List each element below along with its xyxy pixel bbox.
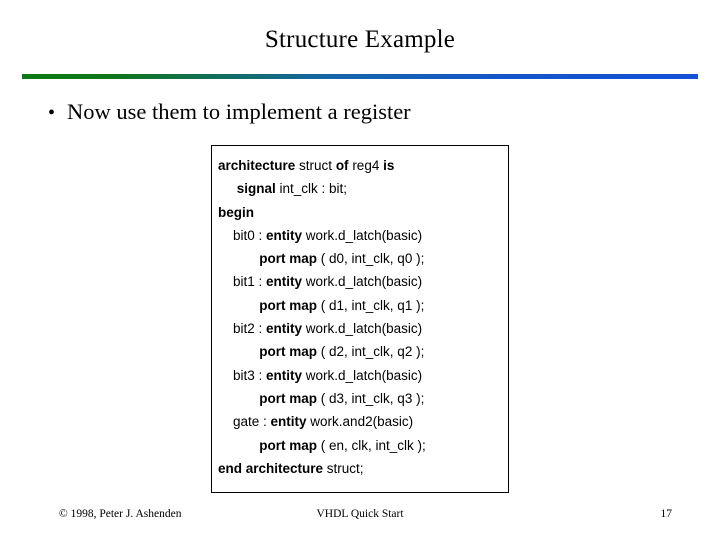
code-line: gate : entity work.and2(basic): [212, 410, 508, 433]
code-text: ( d1, int_clk, q1 );: [320, 297, 425, 313]
code-text: struct;: [326, 460, 364, 476]
code-text: ( en, clk, int_clk );: [320, 437, 426, 453]
bullet-list-item: • Now use them to implement a register: [48, 99, 411, 125]
code-text: [218, 181, 237, 196]
code-listing-box: architecture struct of reg4 is signal in…: [211, 145, 509, 493]
code-line: bit3 : entity work.d_latch(basic): [212, 364, 508, 387]
code-keyword: end architecture: [218, 460, 327, 476]
code-keyword: begin: [218, 204, 254, 220]
code-line: bit1 : entity work.d_latch(basic): [212, 270, 508, 293]
code-keyword: port map: [259, 390, 321, 406]
code-keyword: port map: [259, 251, 321, 267]
code-text: bit3 :: [218, 367, 267, 383]
code-keyword: entity: [266, 274, 306, 290]
code-line: port map ( en, clk, int_clk );: [212, 434, 508, 457]
code-line: begin: [212, 201, 508, 224]
code-keyword: signal: [236, 181, 280, 197]
bullet-item-label: Now use them to implement a register: [67, 99, 411, 124]
code-text: ( d3, int_clk, q3 );: [320, 390, 425, 406]
code-text: struct: [299, 158, 336, 173]
page-title: Structure Example: [264, 26, 456, 53]
code-text: work.d_latch(basic): [305, 274, 423, 290]
code-line: port map ( d0, int_clk, q0 );: [212, 247, 508, 270]
code-line: port map ( d3, int_clk, q3 );: [212, 387, 508, 410]
code-text: gate :: [218, 414, 271, 430]
code-line: architecture struct of reg4 is: [212, 154, 508, 177]
code-keyword: architecture: [218, 158, 300, 173]
code-keyword: port map: [259, 437, 321, 453]
code-text: bit2 :: [218, 321, 267, 337]
slide-footer: © 1998, Peter J. Ashenden VHDL Quick Sta…: [0, 500, 720, 540]
code-text: work.d_latch(basic): [305, 367, 423, 383]
code-text: ( d0, int_clk, q0 );: [320, 251, 425, 267]
code-text: [218, 251, 259, 266]
code-line: bit0 : entity work.d_latch(basic): [212, 224, 508, 247]
footer-title: VHDL Quick Start: [316, 508, 404, 520]
code-text: ( d2, int_clk, q2 );: [320, 344, 425, 360]
code-keyword: port map: [259, 297, 321, 313]
code-text: [218, 298, 259, 313]
code-keyword: of: [335, 158, 353, 173]
code-line: end architecture struct;: [212, 457, 508, 480]
footer-copyright: © 1998, Peter J. Ashenden: [59, 508, 182, 520]
code-keyword: port map: [259, 344, 321, 360]
code-keyword: is: [383, 158, 395, 173]
code-line: bit2 : entity work.d_latch(basic): [212, 317, 508, 340]
bullet-marker-icon: •: [48, 102, 56, 124]
code-text: work.d_latch(basic): [305, 321, 423, 337]
code-keyword: entity: [266, 227, 306, 243]
code-text: work.d_latch(basic): [305, 227, 423, 243]
footer-page-number: 17: [660, 508, 673, 520]
code-text: [218, 391, 259, 406]
code-keyword: entity: [266, 321, 306, 337]
code-keyword: entity: [266, 367, 306, 383]
code-text: int_clk : bit;: [279, 181, 348, 197]
code-text: work.and2(basic): [310, 414, 414, 430]
code-text: bit1 :: [218, 274, 267, 290]
code-keyword: entity: [270, 414, 311, 430]
code-line: port map ( d1, int_clk, q1 );: [212, 294, 508, 317]
code-line: port map ( d2, int_clk, q2 );: [212, 340, 508, 363]
code-text: [218, 438, 259, 453]
code-text: bit0 :: [218, 227, 267, 243]
code-text: [218, 344, 259, 359]
code-line: signal int_clk : bit;: [212, 177, 508, 200]
title-divider-rule: [22, 74, 698, 79]
code-text: reg4: [352, 158, 384, 173]
